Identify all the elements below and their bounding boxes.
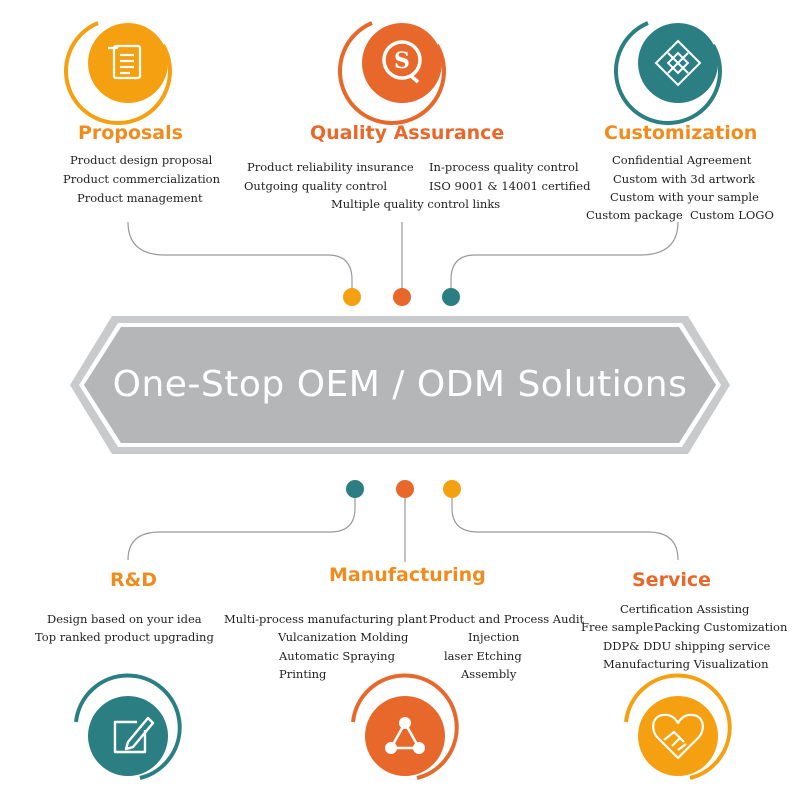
service-ring — [624, 673, 732, 780]
connector-rnd — [127, 498, 356, 561]
scroll-icon — [108, 44, 142, 80]
proposals-title: Proposals — [78, 122, 183, 144]
proposals-icon-group — [63, 21, 172, 125]
manufacturing-item: Injection — [468, 630, 520, 644]
quality-item: Product reliability insurance — [247, 160, 414, 174]
dot-manufacturing — [396, 480, 414, 498]
heart-handshake-icon — [652, 713, 704, 760]
quality-item: ISO 9001 & 14001 certified — [429, 179, 591, 193]
svg-text:S: S — [394, 48, 410, 74]
connector-customization — [450, 221, 679, 290]
proposals-item: Product management — [77, 191, 203, 205]
service-icon-group — [624, 673, 732, 780]
service-item: Certification Assisting — [620, 602, 750, 616]
service-item: DDP& DDU shipping service — [603, 639, 771, 653]
design-tools-icon — [654, 39, 702, 87]
manufacturing-item: Multi-process manufacturing plant — [224, 612, 428, 626]
manufacturing-item: Automatic Spraying — [279, 649, 395, 663]
manufacturing-title: Manufacturing — [329, 564, 486, 586]
dot-quality — [393, 288, 411, 306]
quality-item: Outgoing quality control — [244, 179, 388, 193]
service-item: Manufacturing Visualization — [603, 657, 769, 671]
proposals-ring — [63, 21, 172, 125]
rnd-item: Top ranked product upgrading — [35, 630, 214, 644]
proposals-item: Product commercialization — [63, 172, 220, 186]
rnd-ring — [74, 673, 182, 780]
quality-item: Multiple quality control links — [331, 197, 501, 211]
proposals-item: Product design proposal — [70, 153, 213, 167]
dot-customization — [442, 288, 460, 306]
dot-rnd — [346, 480, 364, 498]
rnd-item: Design based on your idea — [47, 612, 202, 626]
manufacturing-item: Assembly — [461, 667, 517, 681]
customization-item: Confidential Agreement — [612, 153, 752, 167]
quality-item: In-process quality control — [429, 160, 579, 174]
manufacturing-item: Product and Process Audit — [429, 612, 585, 626]
center-title: One-Stop OEM / ODM Solutions — [112, 364, 688, 405]
network-nodes-icon — [385, 717, 425, 754]
customization-icon-group — [613, 21, 722, 125]
rnd-title: R&D — [110, 569, 157, 591]
quality-icon-group: S — [337, 21, 446, 125]
rnd-icon-group — [74, 673, 182, 780]
service-title: Service — [632, 569, 711, 591]
dot-proposals — [343, 288, 361, 306]
manufacturing-item: laser Etching — [444, 649, 522, 663]
manufacturing-item: Vulcanization Molding — [278, 630, 409, 644]
manufacturing-ring — [351, 673, 459, 780]
edit-pencil-icon — [113, 716, 155, 754]
banner-inner — [84, 327, 716, 443]
service-item: Packing Customization — [654, 620, 788, 634]
manufacturing-icon-group — [351, 673, 459, 780]
quality-title: Quality Assurance — [310, 122, 505, 144]
customization-item: Custom with your sample — [610, 190, 759, 204]
qs-logo-icon: S — [382, 40, 422, 84]
customization-item: Custom package — [586, 208, 683, 222]
connector-proposals — [127, 221, 353, 290]
customization-item: Custom LOGO — [690, 208, 774, 222]
customization-ring — [613, 21, 722, 125]
connector-service — [451, 498, 679, 561]
quality-ring — [337, 21, 446, 125]
customization-item: Custom with 3d artwork — [613, 172, 755, 186]
dot-service — [443, 480, 461, 498]
customization-title: Customization — [604, 122, 758, 144]
service-item: Free sample — [581, 620, 654, 634]
manufacturing-item: Printing — [279, 667, 327, 681]
